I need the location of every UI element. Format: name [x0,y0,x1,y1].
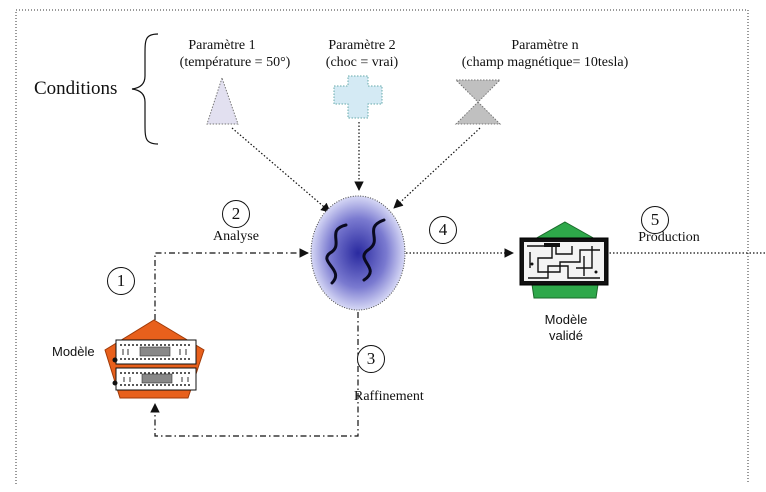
simulation-squiggle-2 [362,218,386,282]
validated-label-line1: Modèle [544,312,588,327]
hourglass-icon [454,79,502,125]
model-circuit-icon [112,339,197,391]
step-4-badge: 4 [429,216,457,244]
parameter-2-detail: (choc = vrai) [325,55,399,70]
parameter-n-detail: (champ magnétique= 10tesla) [461,55,629,70]
arrow-paramn [393,127,481,209]
arrow-raffinement [150,312,359,437]
frame-border [15,9,749,484]
step-5-label: Production [638,230,700,245]
validated-circuit-icon [519,237,609,286]
step-2-badge: 2 [222,200,250,228]
parameter-2-name: Paramètre 2 [328,38,396,53]
parameter-1-detail: (température = 50°) [179,55,291,70]
step-3-label: Raffinement [354,389,424,404]
conditions-brace [131,33,159,145]
model-label: Modèle [52,344,95,359]
conditions-label: Conditions [34,78,118,99]
arrow-analyse [154,248,309,320]
cross-icon [333,75,383,119]
step-5-badge: 5 [641,206,669,234]
triangle-icon [206,76,239,125]
step-1-badge: 1 [107,267,135,295]
step-2-label: Analyse [213,229,259,244]
parameter-1-name: Paramètre 1 [188,38,256,53]
simulation-squiggle-1 [325,223,348,285]
parameter-n-name: Paramètre n [511,38,579,53]
validated-label-line2: validé [549,328,583,343]
arrow-param1 [231,127,331,213]
step-3-badge: 3 [357,345,385,373]
simulation-ellipse [310,195,406,311]
